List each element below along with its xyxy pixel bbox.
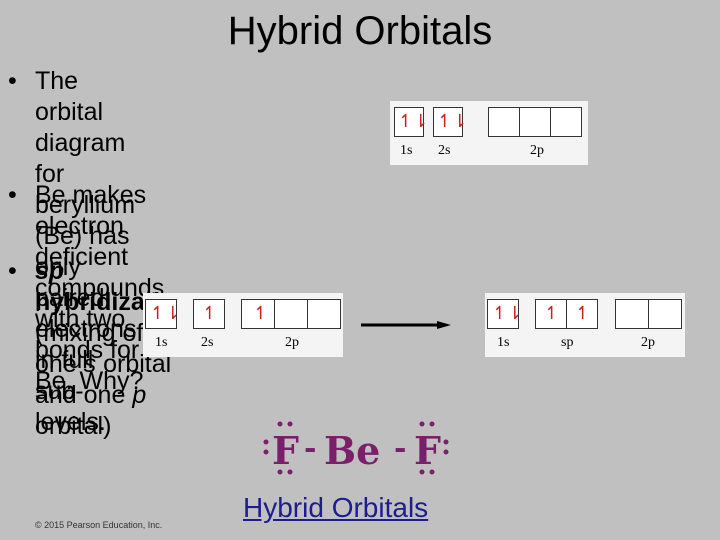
fluorine-left: F (272, 428, 299, 473)
label-1s: 1s (155, 335, 168, 350)
electron-sp-1: ↿ (544, 303, 560, 324)
electrons-1s: ↿⇂ (150, 303, 181, 324)
bond-right: - (394, 431, 406, 466)
electron-sp-2: ↿ (575, 303, 591, 324)
bond-left: - (304, 431, 316, 466)
label-2s: 2s (438, 143, 451, 158)
copyright-text: © 2015 Pearson Education, Inc. (35, 520, 163, 530)
label-2s: 2s (201, 335, 214, 350)
label-2p: 2p (530, 143, 544, 158)
lewis-structure-bef2: F - Be - F (263, 421, 449, 475)
bullet-1-line-1: The orbital diagram for beryllium (Be) h… (35, 67, 136, 312)
orbital-diagram-before: ↿⇂ ↿ ↿ 1s 2s 2p (143, 293, 343, 357)
transition-arrow-icon (361, 321, 451, 329)
orbital-diagram-be: ↿⇂ ↿⇂ 1s 2s 2p (390, 101, 588, 165)
label-2p: 2p (285, 335, 299, 350)
label-1s: 1s (400, 143, 413, 158)
bullet-marker: • (8, 67, 17, 95)
orbital-diagram-after: ↿⇂ ↿ ↿ 1s sp 2p (485, 293, 685, 357)
beryllium: Be (324, 428, 380, 473)
electron-2s: ↿ (202, 303, 218, 324)
electron-2p: ↿ (253, 303, 269, 324)
label-2p: 2p (641, 335, 655, 350)
bullet-marker: • (8, 181, 17, 209)
label-sp: sp (561, 335, 574, 350)
bullet-1-line-2: electrons in full sub-levels. (35, 315, 137, 436)
fluorine-right: F (414, 428, 441, 473)
bullet-2-line-2: bonds for Be. Why? (35, 336, 144, 395)
bullet-3-line-2: orbital) (35, 412, 112, 440)
slide-title: Hybrid Orbitals (227, 9, 493, 53)
electrons-1s: ↿⇂ (492, 303, 523, 324)
bullet-3-line-1: sp hybridization (mixing of one s orbita… (35, 257, 191, 409)
paired-electrons-2s: ↿⇂ (437, 111, 468, 132)
paired-electrons-1s: ↿⇂ (398, 111, 429, 132)
bullet-marker: • (8, 257, 17, 285)
footer-link[interactable]: Hybrid Orbitals (243, 492, 429, 523)
label-1s: 1s (497, 335, 510, 350)
bullet-2-line-1: Be makes electron deficient compounds wi… (35, 181, 165, 333)
